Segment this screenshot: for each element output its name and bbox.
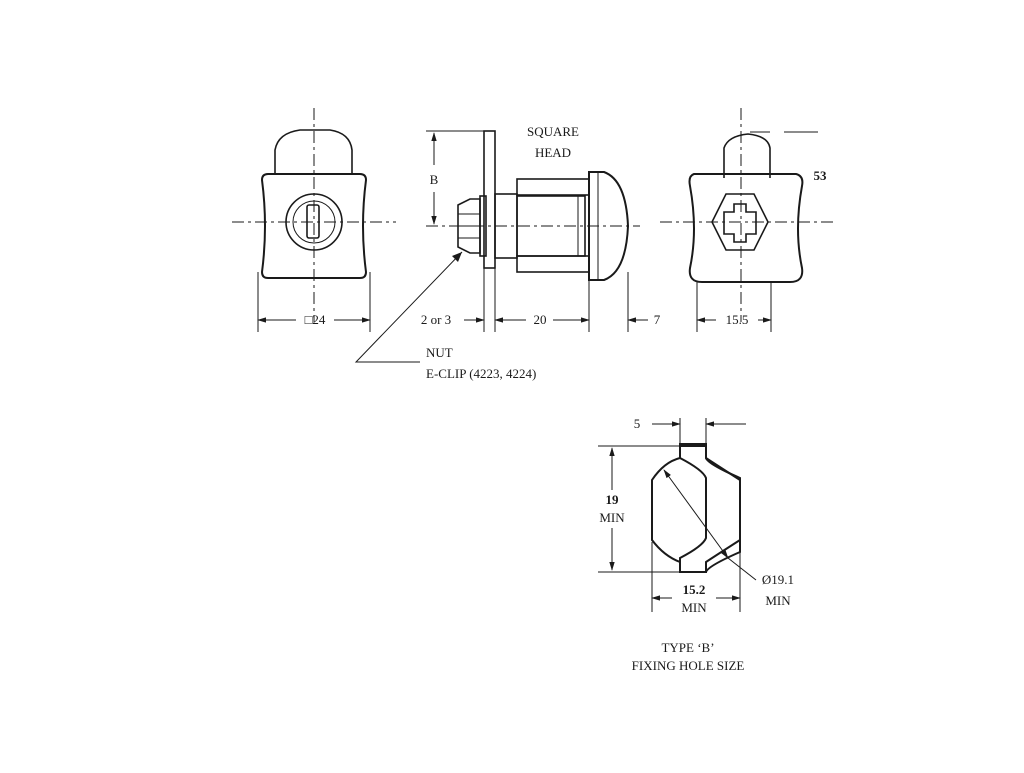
hole-diameter-leader bbox=[727, 557, 757, 581]
front-view: □24 bbox=[232, 108, 396, 332]
rear-body bbox=[688, 173, 804, 283]
dim-24-label: □24 bbox=[305, 312, 326, 327]
dim-53-label: 53 bbox=[814, 168, 828, 183]
fixing-hole-view: 5 19 MIN 15.2 MIN Ø19.1 MIN TYPE ‘B’ FIX… bbox=[598, 416, 794, 673]
dim-19-label: 19 bbox=[606, 492, 620, 507]
dim-5-label: 5 bbox=[634, 416, 641, 431]
dim-7-label: 7 bbox=[654, 312, 661, 327]
hole-guide-none bbox=[679, 443, 741, 573]
dim-15-5-label: 15.5 bbox=[726, 312, 749, 327]
nut-leader-line bbox=[354, 251, 463, 363]
nut-leader-arrow bbox=[452, 252, 462, 262]
dim-20-label: 20 bbox=[534, 312, 547, 327]
dim-19-min-label: MIN bbox=[599, 510, 625, 525]
side-fin-bottom bbox=[516, 255, 590, 273]
dim-2or3-label: 2 or 3 bbox=[421, 312, 451, 327]
dim-15-2-min-label: MIN bbox=[681, 600, 707, 615]
nut-label: NUT bbox=[426, 345, 453, 360]
dim-diameter-label: Ø19.1 bbox=[762, 572, 794, 587]
caption-fixing-hole-size: FIXING HOLE SIZE bbox=[632, 658, 745, 673]
dim-diameter-min-label: MIN bbox=[765, 593, 791, 608]
dim-15-2-label: 15.2 bbox=[683, 582, 706, 597]
hole-outline bbox=[651, 445, 741, 573]
side-fin-top bbox=[516, 178, 590, 196]
side-view: B SQUARE HEAD 2 or 3 20 7 NUT E-CLIP (42… bbox=[354, 124, 661, 381]
dim-b-label: B bbox=[430, 172, 439, 187]
rear-cam-tongue bbox=[723, 133, 771, 178]
square-head-label-line2: HEAD bbox=[535, 145, 571, 160]
rear-view: 53 15.5 bbox=[660, 108, 836, 332]
eclip-label: E-CLIP (4223, 4224) bbox=[426, 366, 536, 381]
rear-cross bbox=[723, 203, 757, 243]
square-head-label-line1: SQUARE bbox=[527, 124, 579, 139]
front-body bbox=[260, 173, 368, 279]
hole-diameter-line bbox=[663, 469, 729, 559]
caption-type-b: TYPE ‘B’ bbox=[661, 640, 714, 655]
front-head-dome bbox=[274, 129, 353, 174]
